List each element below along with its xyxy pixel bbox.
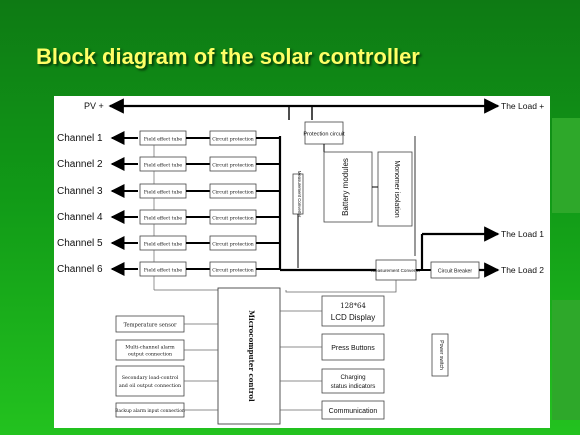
fet-label: Field effect tube: [144, 137, 183, 143]
fet-label: Field effect tube: [144, 268, 183, 274]
press-buttons-label: Press Buttons: [331, 345, 375, 352]
channel-label: Channel 1: [57, 133, 103, 144]
channel-label: Channel 5: [57, 238, 103, 249]
slide-title: Block diagram of the solar controller: [36, 44, 420, 69]
battery-modules-label: Battery modules: [341, 158, 350, 216]
alarm-output-line1: Multi-channel alarm: [125, 345, 175, 351]
secondary-load-line2: and oil output connection: [119, 383, 181, 389]
circuit-protection-label: Circuit protection: [212, 137, 254, 143]
channel-row-5: Channel 5 Field effect tube Circuit prot…: [57, 235, 280, 251]
microcomputer-control-label: Microcomputer control: [247, 310, 256, 402]
power-switch-box: [431, 333, 449, 377]
channel-label: Channel 2: [57, 159, 103, 170]
monomer-isolation-label: Monomer isolation: [393, 160, 400, 217]
monomer-isolation-box: [377, 151, 413, 227]
measurement-converter-vertical-label: Measurement Converter: [297, 171, 302, 218]
backup-alarm-label: Backup alarm input connection: [115, 409, 185, 414]
fet-label: Field effect tube: [144, 163, 183, 169]
circuit-protection-label: Circuit protection: [212, 242, 254, 248]
fet-label: Field effect tube: [144, 190, 183, 196]
lcd-display-line2: LCD Display: [331, 313, 375, 322]
load-2-label: The Load 2: [501, 265, 544, 275]
pv-label: PV +: [84, 101, 104, 111]
channel-row-1: Channel 1 Field effect tube Circuit prot…: [57, 130, 280, 146]
power-switch-label: Power switch: [438, 340, 444, 370]
temperature-sensor-label: Temperature sensor: [124, 323, 177, 329]
decorative-block-bottom: [552, 300, 580, 420]
circuit-protection-label: Circuit protection: [212, 216, 254, 222]
load-1-label: The Load 1: [501, 229, 544, 239]
charging-status-line1: Charging: [340, 374, 366, 381]
decorative-block-top: [552, 118, 580, 213]
battery-modules-box: [323, 151, 373, 223]
measurement-converter-label: Measurement Converter: [371, 268, 421, 273]
circuit-protection-label: Circuit protection: [212, 190, 254, 196]
circuit-protection-label: Circuit protection: [212, 268, 254, 274]
charging-status-line2: status indicators: [331, 383, 376, 390]
channel-label: Channel 6: [57, 264, 103, 275]
load-plus-label: The Load +: [501, 101, 544, 111]
secondary-load-line1: Secondary load-control: [122, 375, 179, 381]
charging-status-box: [321, 368, 385, 394]
channel-row-4: Channel 4 Field effect tube Circuit prot…: [57, 209, 280, 225]
lcd-display-box: [321, 295, 385, 327]
alarm-output-line2: output connection: [128, 352, 172, 358]
fet-label: Field effect tube: [144, 216, 183, 222]
circuit-protection-label: Circuit protection: [212, 163, 254, 169]
circuit-breaker-label: Circuit Breaker: [438, 269, 473, 275]
lcd-display-line1: 128*64: [340, 302, 366, 310]
diagram-panel: PV + The Load + Channel 1 Field effect t…: [54, 96, 550, 428]
communication-label: Communication: [329, 408, 378, 415]
protection-circuit-label: Protection circuit: [303, 132, 345, 138]
channel-label: Channel 3: [57, 186, 103, 197]
channel-row-3: Channel 3 Field effect tube Circuit prot…: [57, 183, 280, 199]
block-diagram: PV + The Load + Channel 1 Field effect t…: [57, 98, 544, 425]
channel-row-2: Channel 2 Field effect tube Circuit prot…: [57, 156, 280, 172]
fet-label: Field effect tube: [144, 242, 183, 248]
channel-row-6: Channel 6 Field effect tube Circuit prot…: [57, 261, 280, 277]
channel-label: Channel 4: [57, 212, 103, 223]
microcomputer-control-box: [217, 287, 281, 425]
secondary-load-box: [115, 365, 185, 397]
